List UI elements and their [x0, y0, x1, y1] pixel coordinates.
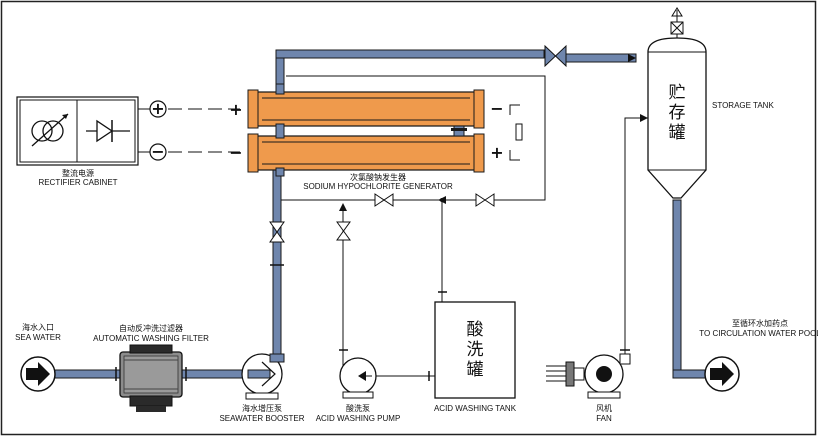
valves [269, 21, 684, 243]
storage-char-2: 存 [669, 103, 686, 123]
generator-label-cn: 次氯酸钠发生器 [350, 172, 406, 182]
automatic-washing-filter[interactable] [119, 344, 183, 412]
seawater-label-cn: 海水入口 [22, 322, 54, 332]
acid-pump-label-en: ACID WASHING PUMP [316, 414, 401, 423]
flow-arrow-tank-in [628, 54, 636, 62]
valve-loop-left[interactable] [374, 193, 394, 207]
booster-label-cn: 海水增压泵 [242, 403, 282, 413]
sea-water-inlet [20, 356, 56, 392]
rectifier-terminals: + − + − − + [138, 99, 504, 162]
fan-label-cn: 风机 [596, 403, 612, 413]
terminal-minus: − [151, 142, 164, 161]
upper-cell [251, 91, 481, 127]
flow-arrow-left [438, 196, 446, 204]
circulation-pool-outlet [704, 356, 740, 392]
acid-tank-char-3: 罐 [467, 360, 484, 380]
generator-label-en: SODIUM HYPOCHLORITE GENERATOR [303, 182, 453, 191]
cell-plus-sign: + [229, 100, 242, 119]
valve-acid-pump[interactable] [336, 221, 351, 241]
seawater-booster-pump[interactable] [241, 353, 285, 400]
line-return-loop [281, 75, 546, 201]
cell-right-plus: + [490, 143, 503, 162]
acid-tank-char-1: 酸 [467, 320, 484, 340]
negative-terminal [149, 143, 167, 161]
filter-label-en: AUTOMATIC WASHING FILTER [93, 334, 209, 343]
filter-label-cn: 自动反冲洗过滤器 [119, 323, 183, 333]
flow-arrow-fan-in [640, 114, 648, 122]
valve-top-header[interactable] [544, 44, 567, 68]
pipe-to-tank [565, 53, 637, 63]
line-fan-to-tank [624, 117, 648, 355]
acid-pump-label-cn: 酸洗泵 [346, 403, 370, 413]
storage-label-en: STORAGE TANK [712, 101, 774, 110]
pipe-booster-riser [272, 167, 282, 357]
pipe-tank-outlet [672, 199, 682, 379]
cell-right-minus: − [490, 99, 503, 118]
valve-booster-riser[interactable] [269, 221, 285, 243]
flow-arrow-up [339, 203, 347, 211]
flanges [115, 264, 630, 381]
rectifier-label-cn: 整流电源 [62, 168, 94, 178]
cell-bridge-connector [509, 104, 523, 161]
pipe-filter-booster [179, 369, 249, 379]
fan[interactable] [546, 353, 631, 399]
generator-cells[interactable] [247, 83, 485, 177]
acid-washing-tank[interactable] [434, 301, 516, 399]
storage-tank[interactable] [647, 37, 707, 199]
terminal-plus: + [151, 99, 164, 118]
cell-minus-sign: − [229, 143, 242, 162]
acid-washing-pump[interactable] [339, 357, 377, 399]
acid-tank-label-en: ACID WASHING TANK [434, 404, 517, 413]
pool-label-cn: 至循环水加药点 [732, 318, 788, 328]
pipe-inlet [54, 369, 126, 379]
pipe-to-pool [672, 369, 708, 379]
rectifier-label-en: RECTIFIER CABINET [38, 178, 117, 187]
acid-tank-char-2: 洗 [467, 340, 484, 360]
pool-label-en: TO CIRCULATION WATER POOL [699, 329, 818, 338]
fan-label-en: FAN [596, 414, 612, 423]
pipe-top-header [275, 49, 545, 59]
thin-lines [168, 10, 678, 377]
lower-cell [251, 135, 481, 171]
storage-char-3: 罐 [669, 123, 686, 143]
vent-arrow [671, 7, 683, 17]
valve-loop-right[interactable] [475, 193, 495, 207]
storage-char-1: 贮 [669, 83, 686, 103]
booster-label-en: SEAWATER BOOSTER [219, 414, 304, 423]
rectifier-cabinet[interactable] [16, 96, 139, 166]
valve-vent-cross [670, 21, 684, 35]
positive-terminal [149, 100, 167, 118]
seawater-label-en: SEA WATER [15, 333, 61, 342]
main-pipes [54, 49, 708, 379]
